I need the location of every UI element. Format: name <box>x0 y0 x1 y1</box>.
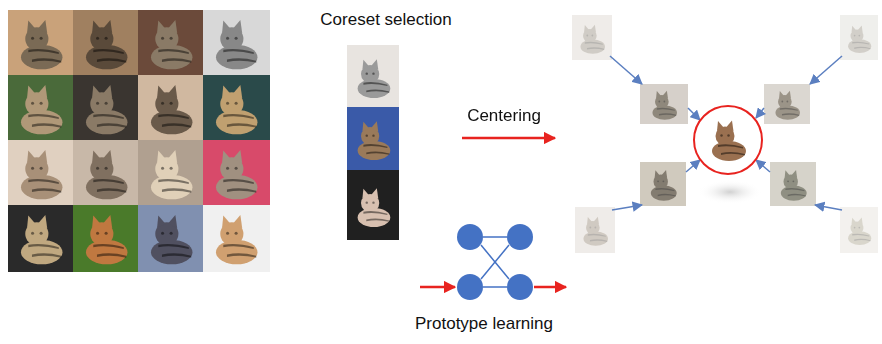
far-samples <box>572 15 878 253</box>
prototype-sample <box>694 106 762 174</box>
step-label: Centering <box>467 106 541 126</box>
step-label: Prototype learning <box>415 314 553 334</box>
pull-arrows <box>610 56 842 210</box>
network-icon <box>420 224 566 300</box>
cluster <box>572 15 878 253</box>
coreset-column <box>347 45 399 240</box>
near-samples <box>640 84 816 206</box>
centering-arrow <box>462 138 555 139</box>
step-label: Coreset selection <box>320 10 451 30</box>
photo-grid <box>8 10 270 272</box>
